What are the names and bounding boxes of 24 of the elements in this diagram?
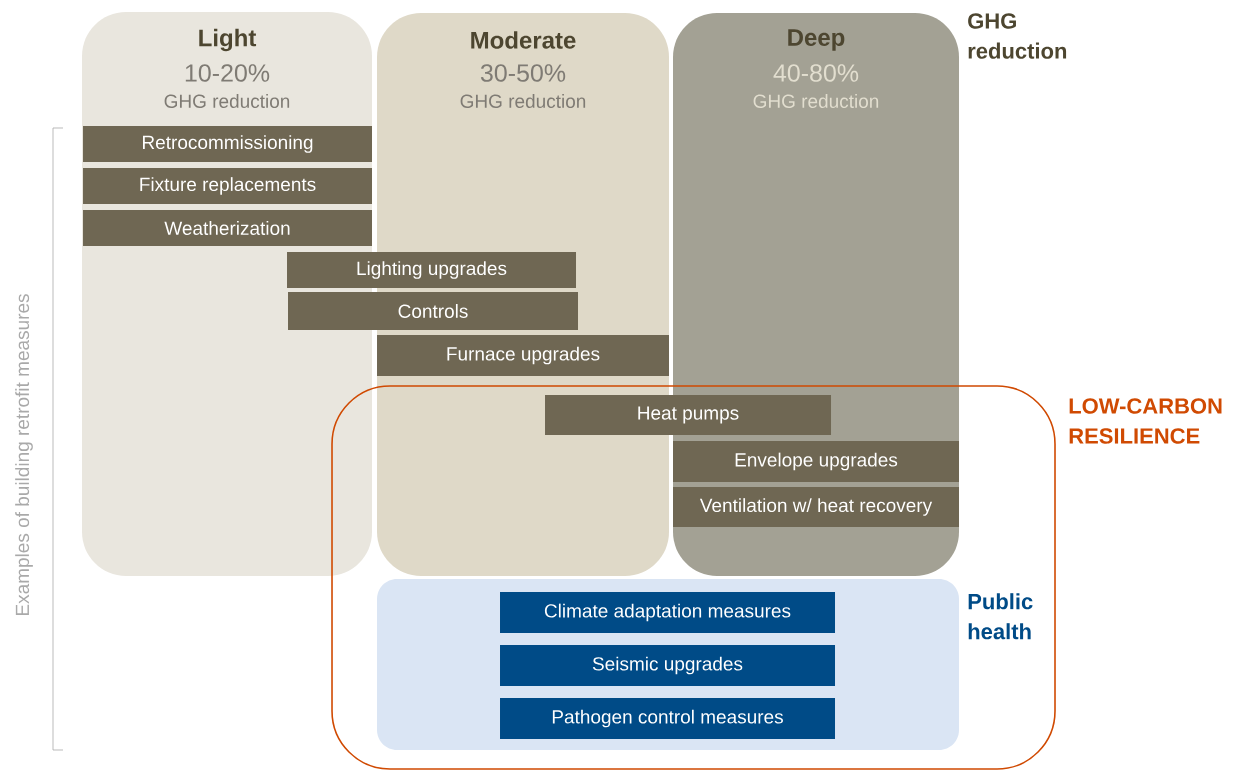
- column-title: Moderate: [471, 31, 576, 49]
- measure-box: Envelope upgrades: [673, 441, 959, 482]
- column-subtitle: GHG reduction: [753, 94, 879, 108]
- measure-box: Ventilation w/ heat recovery: [673, 487, 959, 527]
- percent-range: 10-20%: [185, 64, 270, 82]
- measure-box: Pathogen control measures: [500, 698, 835, 739]
- axis-label: Examples of building retrofit measures: [15, 294, 33, 615]
- column-title: Deep: [788, 29, 845, 51]
- measure-box: Weatherization: [83, 210, 372, 246]
- region-heading: Public health: [968, 593, 1033, 640]
- column-title: Light: [199, 28, 257, 52]
- measure-box: Lighting upgrades: [287, 252, 576, 288]
- measure-box: Seismic upgrades: [500, 645, 835, 686]
- percent-range: 30-50%: [480, 64, 566, 82]
- measure-box: Climate adaptation measures: [500, 592, 835, 633]
- measure-box: Controls: [288, 292, 578, 330]
- percent-range: 40-80%: [773, 64, 859, 82]
- measure-box: Heat pumps: [545, 395, 831, 435]
- measure-box: Fixture replacements: [83, 168, 372, 204]
- measure-box: Furnace upgrades: [377, 335, 669, 376]
- region-heading: LOW-CARBON RESILIENCE: [1069, 398, 1222, 444]
- column-subtitle: GHG reduction: [460, 94, 586, 108]
- column-subtitle: GHG reduction: [164, 94, 290, 108]
- measure-box: Retrocommissioning: [83, 126, 372, 162]
